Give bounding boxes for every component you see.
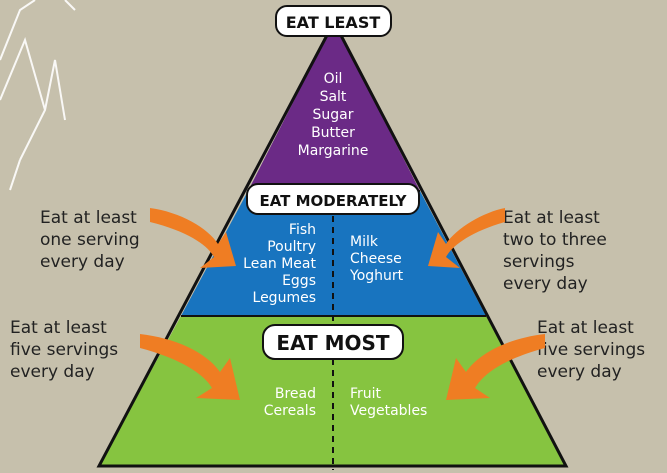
food-fish: Fish	[289, 222, 316, 238]
advice-line: every day	[40, 252, 125, 272]
food-milk: Milk	[350, 234, 379, 250]
tier-most	[99, 316, 566, 466]
badge-eat-moderately-label: EAT MODERATELY	[259, 192, 407, 210]
badge-eat-least-label: EAT LEAST	[286, 13, 381, 32]
advice-line: every day	[10, 362, 95, 382]
tier-least	[248, 22, 420, 191]
food-salt: Salt	[320, 89, 347, 105]
food-oil: Oil	[324, 71, 343, 87]
badge-eat-moderately: EAT MODERATELY	[246, 183, 420, 215]
advice-moderately-left: Eat at least one serving every day	[40, 208, 140, 272]
advice-line: every day	[503, 274, 588, 294]
least-foods: Oil Salt Sugar Butter Margarine	[298, 71, 369, 159]
advice-moderately-right: Eat at least two to three servings every…	[503, 208, 607, 294]
advice-line: five servings	[537, 340, 645, 360]
curved-arrow-icon	[428, 208, 505, 268]
moderately-right-foods: Milk Cheese Yoghurt	[349, 234, 404, 284]
food-vegetables: Vegetables	[350, 403, 427, 419]
food-fruit: Fruit	[350, 386, 382, 402]
background-sketch	[0, 0, 76, 191]
badge-eat-least: EAT LEAST	[275, 5, 392, 37]
food-bread: Bread	[275, 386, 316, 402]
most-right-foods: Fruit Vegetables	[350, 386, 427, 419]
food-cheese: Cheese	[350, 251, 402, 267]
moderately-left-foods: Fish Poultry Lean Meat Eggs Legumes	[243, 222, 316, 306]
food-sugar: Sugar	[313, 107, 354, 123]
food-yoghurt: Yoghurt	[349, 268, 404, 284]
advice-most-left: Eat at least five servings every day	[10, 318, 118, 382]
food-cereals: Cereals	[264, 403, 316, 419]
advice-line: Eat at least	[10, 318, 107, 338]
curved-arrow-icon	[446, 334, 545, 400]
badge-eat-most-label: EAT MOST	[276, 331, 390, 355]
food-lean-meat: Lean Meat	[243, 256, 316, 272]
advice-line: two to three	[503, 230, 607, 250]
food-eggs: Eggs	[282, 273, 316, 289]
food-legumes: Legumes	[253, 290, 316, 306]
food-poultry: Poultry	[267, 239, 316, 255]
advice-line: Eat at least	[503, 208, 600, 228]
food-margarine: Margarine	[298, 143, 369, 159]
advice-line: one serving	[40, 230, 140, 250]
curved-arrow-icon	[140, 334, 240, 400]
curved-arrow-icon	[150, 208, 236, 268]
advice-line: every day	[537, 362, 622, 382]
advice-most-right: Eat at least five servings every day	[537, 318, 645, 382]
most-left-foods: Bread Cereals	[264, 386, 316, 419]
badge-eat-most: EAT MOST	[262, 324, 404, 360]
food-butter: Butter	[311, 125, 355, 141]
advice-line: Eat at least	[40, 208, 137, 228]
advice-line: five servings	[10, 340, 118, 360]
advice-line: servings	[503, 252, 575, 272]
advice-line: Eat at least	[537, 318, 634, 338]
